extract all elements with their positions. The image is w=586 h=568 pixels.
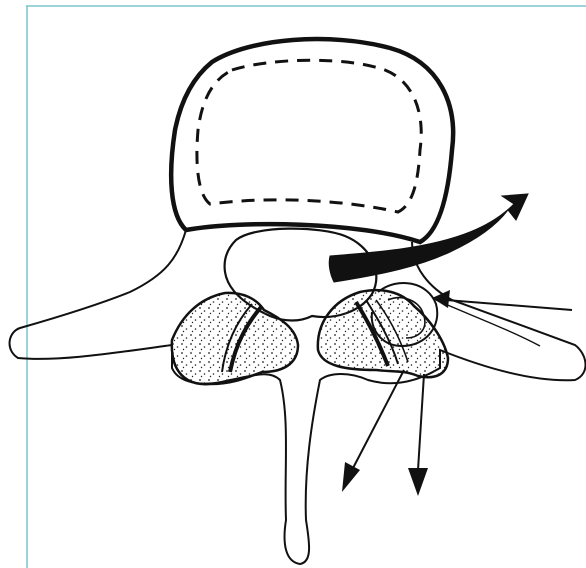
vertebral-body xyxy=(171,39,453,242)
down-arrow-right-head xyxy=(408,468,428,496)
down-arrow-right-shaft xyxy=(418,374,424,470)
right-facet-joint xyxy=(318,290,448,377)
down-arrow-left-shaft xyxy=(352,370,404,470)
down-arrow-left-head xyxy=(342,462,360,492)
